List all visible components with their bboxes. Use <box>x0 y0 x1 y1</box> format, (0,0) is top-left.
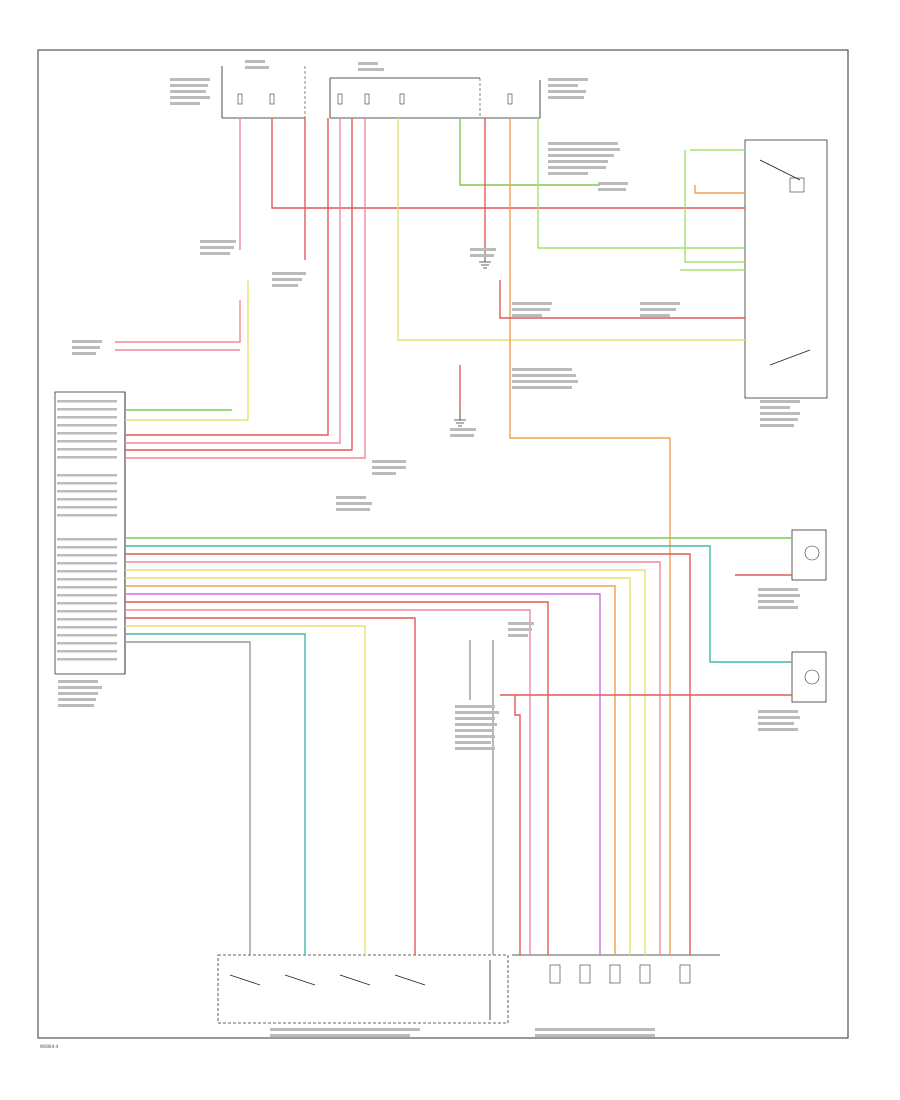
solenoid-icon <box>579 964 591 984</box>
label-marks <box>57 60 800 1037</box>
pcm-connector <box>54 391 126 675</box>
solenoid-icon <box>679 964 691 984</box>
speed-sensor-icon <box>791 529 827 581</box>
fuse-panel-left <box>221 66 306 119</box>
fuse-panel-center <box>329 77 541 119</box>
turbine-speed-sensor <box>791 529 827 581</box>
solenoid-body <box>512 954 720 984</box>
diagram-border <box>37 49 849 1039</box>
solenoid-icon <box>609 964 621 984</box>
diagram-code: W0064-4 <box>40 1044 59 1049</box>
wires <box>115 118 792 955</box>
fuse-icon <box>507 93 513 105</box>
solenoid-icon <box>549 964 561 984</box>
speed-sensor-icon <box>791 651 827 703</box>
output-shaft-speed-sensor <box>791 651 827 703</box>
relay-box <box>744 139 828 399</box>
fuse-icon <box>364 93 370 105</box>
fuse-icon <box>399 93 405 105</box>
fuse-icon <box>337 93 343 105</box>
digital-tr-sensor <box>217 954 509 1024</box>
fuse-icon <box>269 93 275 105</box>
solenoid-icon <box>639 964 651 984</box>
fuse-icon <box>237 93 243 105</box>
